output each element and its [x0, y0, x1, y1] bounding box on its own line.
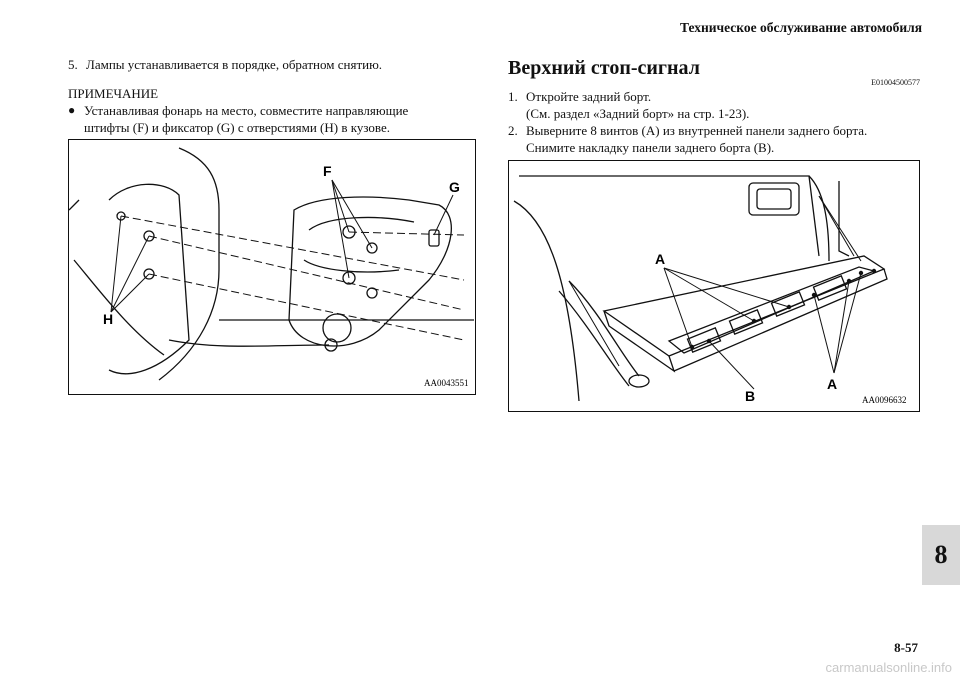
- step-2-line-1: Выверните 8 винтов (A) из внутренней пан…: [526, 123, 868, 138]
- note-line-2: штифты (F) и фиксатор (G) с отверстиями …: [84, 120, 391, 135]
- right-column: Верхний стоп-сигнал E01004500577 1. Откр…: [508, 56, 920, 156]
- left-column: 5. Лампы устанавливается в порядке, обра…: [68, 56, 478, 136]
- tail-lamp-figure: F G H AA0043551: [68, 139, 476, 395]
- figure-code: AA0096632: [862, 395, 907, 405]
- doc-code: E01004500577: [871, 78, 920, 87]
- label-f: F: [323, 163, 332, 179]
- section-title: Верхний стоп-сигнал: [508, 57, 700, 79]
- step-text: Выверните 8 винтов (A) из внутренней пан…: [526, 122, 867, 156]
- page-number: 8-57: [894, 640, 918, 655]
- label-g: G: [449, 179, 460, 195]
- section-tab: 8: [922, 525, 960, 585]
- label-a-bottom: A: [827, 376, 837, 392]
- step-number: 5.: [68, 57, 78, 72]
- bullet-icon: ●: [68, 103, 76, 117]
- tailgate-illustration: A A B AA0096632: [513, 175, 907, 405]
- tail-lamp-illustration: F G H AA0043551: [69, 147, 474, 388]
- step-5: 5. Лампы устанавливается в порядке, обра…: [68, 56, 478, 73]
- label-h: H: [103, 311, 113, 327]
- label-b: B: [745, 388, 755, 404]
- step-text: Откройте задний борт. (См. раздел «Задни…: [526, 88, 749, 122]
- step-1: 1. Откройте задний борт. (См. раздел «За…: [508, 88, 920, 122]
- watermark: carmanualsonline.info: [825, 660, 952, 675]
- note-heading: ПРИМЕЧАНИЕ: [68, 86, 159, 101]
- note-line-1: Устанавливая фонарь на место, совместите…: [84, 103, 409, 118]
- step-number: 1.: [508, 89, 518, 104]
- note-text: Устанавливая фонарь на место, совместите…: [84, 102, 408, 136]
- step-text: Лампы устанавливается в порядке, обратно…: [86, 57, 383, 72]
- step-1-line-1: Откройте задний борт.: [526, 89, 652, 104]
- step-1-line-2: (См. раздел «Задний борт» на стр. 1-23).: [526, 106, 750, 121]
- step-number: 2.: [508, 123, 518, 138]
- step-2-line-2: Снимите накладку панели заднего борта (B…: [526, 140, 775, 155]
- label-a-top: A: [655, 251, 665, 267]
- tailgate-figure: A A B AA0096632: [508, 160, 920, 412]
- note-item: ● Устанавливая фонарь на место, совмести…: [68, 102, 478, 136]
- step-2: 2. Выверните 8 винтов (A) из внутренней …: [508, 122, 920, 156]
- page-header-title: Техническое обслуживание автомобиля: [680, 20, 922, 35]
- figure-code: AA0043551: [424, 378, 469, 388]
